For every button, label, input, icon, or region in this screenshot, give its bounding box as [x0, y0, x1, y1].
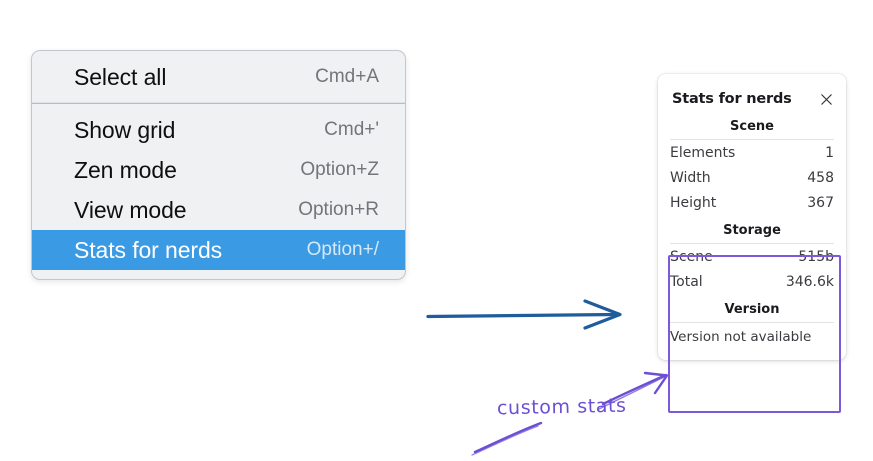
stat-row: Total 346.6k [670, 270, 834, 295]
section-rule [670, 139, 834, 140]
section-rule [670, 322, 834, 323]
stat-value: 458 [807, 170, 834, 186]
close-icon[interactable] [817, 90, 835, 108]
menu-item-view-mode[interactable]: View mode Option+R [32, 190, 405, 230]
section-heading: Storage [723, 223, 781, 238]
menu-divider [32, 103, 405, 104]
menu-item-show-grid[interactable]: Show grid Cmd+' [32, 110, 405, 150]
custom-stats-annotation-label: custom stats [496, 394, 627, 420]
stat-key: Total [670, 274, 703, 290]
section-heading: Scene [730, 119, 774, 134]
menu-item-zen-mode[interactable]: Zen mode Option+Z [32, 150, 405, 190]
stat-key: Elements [670, 145, 736, 161]
stats-panel-header: Stats for nerds [658, 86, 846, 112]
blue-arrow [426, 299, 622, 330]
stats-section-version: Version Version not available [658, 295, 846, 350]
stat-key: Width [670, 170, 711, 186]
stat-row: Width 458 [670, 166, 834, 191]
menu-group-2: Show grid Cmd+' Zen mode Option+Z View m… [32, 110, 405, 270]
menu-item-label: Zen mode [74, 156, 177, 183]
stat-value: 346.6k [785, 274, 834, 290]
stats-section-storage: Storage Scene 515b Total 346.6k [658, 216, 846, 295]
stat-row: Elements 1 [670, 141, 834, 166]
menu-item-select-all[interactable]: Select all Cmd+A [32, 57, 405, 97]
stats-section-scene: Scene Elements 1 Width 458 Height 367 [658, 112, 846, 216]
menu-item-shortcut: Option+Z [300, 159, 379, 180]
menu-item-shortcut: Cmd+A [315, 66, 379, 87]
menu-item-label: Stats for nerds [74, 236, 223, 263]
menu-item-label: Select all [74, 63, 167, 90]
section-rule [670, 243, 834, 244]
menu-item-label: Show grid [74, 116, 176, 143]
stat-value: 367 [807, 195, 834, 211]
version-value: Version not available [670, 329, 812, 345]
menu-group-1: Select all Cmd+A [32, 57, 405, 97]
menu-item-label: View mode [74, 196, 187, 223]
stats-for-nerds-panel: Stats for nerds Scene Elements 1 Width 4… [658, 74, 846, 360]
stat-key: Height [670, 195, 717, 211]
stat-row: Height 367 [670, 191, 834, 216]
stat-value: 1 [825, 145, 834, 161]
menu-item-stats-for-nerds[interactable]: Stats for nerds Option+/ [32, 230, 405, 270]
menu-item-shortcut: Option+R [298, 199, 379, 220]
menu-item-shortcut: Cmd+' [324, 119, 379, 140]
stat-value: 515b [798, 249, 834, 265]
section-heading: Version [724, 302, 780, 317]
menu-item-shortcut: Option+/ [306, 239, 379, 260]
context-menu[interactable]: Select all Cmd+A Show grid Cmd+' Zen mod… [31, 50, 406, 280]
stats-panel-title: Stats for nerds [672, 91, 792, 107]
purple-underline-stroke [471, 421, 543, 456]
stat-key: Scene [670, 249, 713, 265]
stat-row: Scene 515b [670, 245, 834, 270]
